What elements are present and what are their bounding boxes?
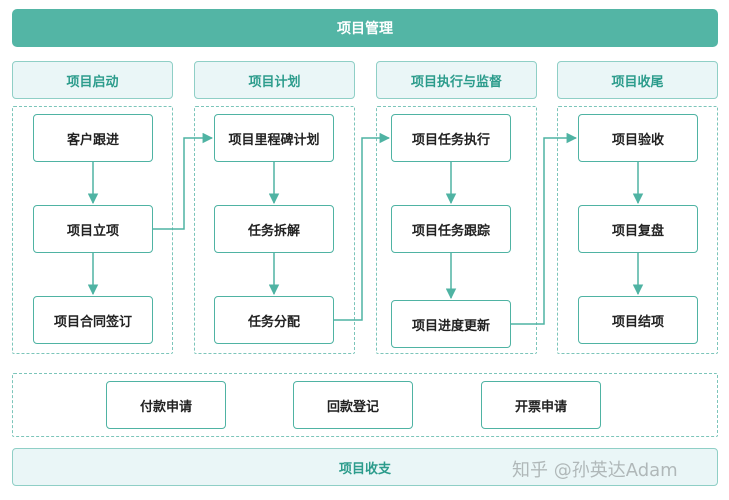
node-acceptance: 项目验收 [578, 114, 698, 162]
watermark: 知乎 @孙英达Adam [512, 460, 678, 481]
node-payment-request: 付款申请 [106, 381, 226, 429]
node-task-execution: 项目任务执行 [391, 114, 511, 162]
node-milestone-plan: 项目里程碑计划 [214, 114, 334, 162]
node-project-approval: 项目立项 [33, 205, 153, 253]
node-task-breakdown: 任务拆解 [214, 205, 334, 253]
node-task-tracking: 项目任务跟踪 [391, 205, 511, 253]
phase-header-planning: 项目计划 [194, 61, 355, 99]
node-invoice-request: 开票申请 [481, 381, 601, 429]
node-task-assignment: 任务分配 [214, 296, 334, 344]
phase-header-closing: 项目收尾 [557, 61, 718, 99]
finance-container [12, 373, 718, 437]
node-review: 项目复盘 [578, 205, 698, 253]
phase-container-initiation [12, 106, 173, 354]
diagram-title: 项目管理 [12, 9, 718, 47]
node-closure: 项目结项 [578, 296, 698, 344]
node-receipt-registration: 回款登记 [293, 381, 413, 429]
node-customer-followup: 客户跟进 [33, 114, 153, 162]
node-progress-update: 项目进度更新 [391, 300, 511, 348]
node-contract-signing: 项目合同签订 [33, 296, 153, 344]
phase-header-execution: 项目执行与监督 [376, 61, 537, 99]
phase-header-initiation: 项目启动 [12, 61, 173, 99]
finance-label: 项目收支 [12, 448, 718, 486]
